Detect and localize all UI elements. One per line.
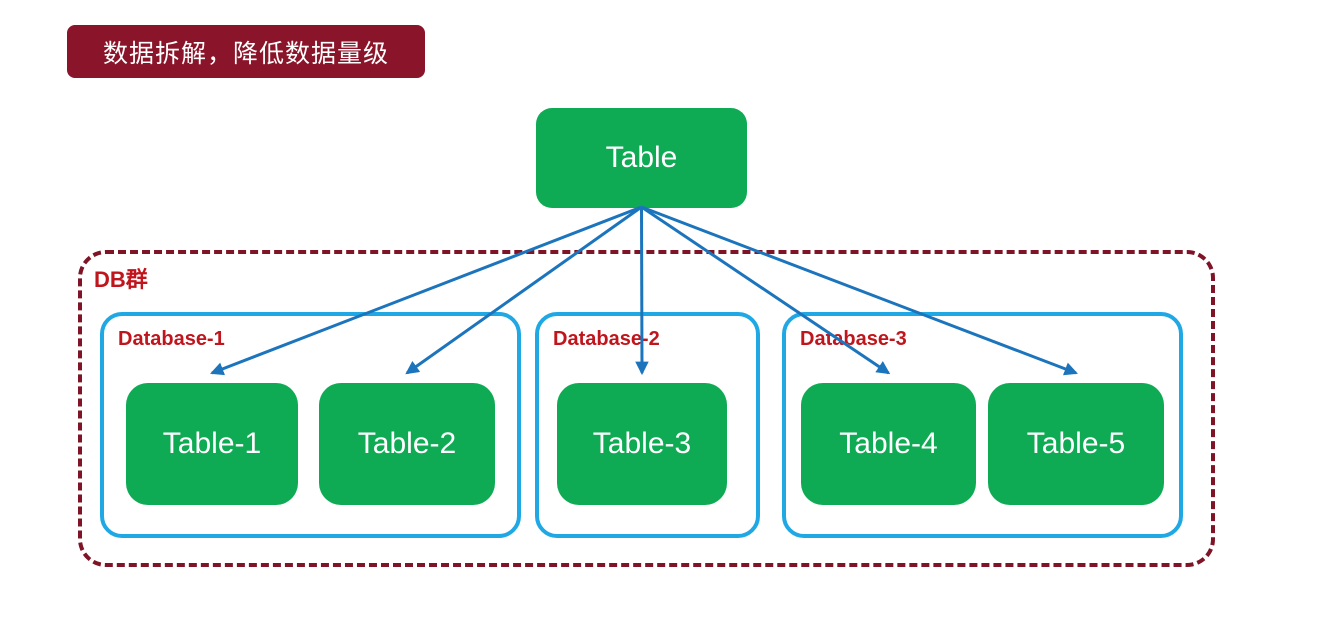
database-1-label: Database-1 bbox=[118, 328, 225, 350]
database-2-label: Database-2 bbox=[553, 328, 660, 350]
node-table-2: Table-2 bbox=[319, 383, 495, 505]
node-table-3: Table-3 bbox=[557, 383, 727, 505]
node-table-5: Table-5 bbox=[988, 383, 1164, 505]
node-table-4: Table-4 bbox=[801, 383, 976, 505]
node-table-root: Table bbox=[536, 108, 747, 208]
db-cluster-label: DB群 bbox=[94, 267, 148, 292]
node-table-1: Table-1 bbox=[126, 383, 298, 505]
database-3-label: Database-3 bbox=[800, 328, 907, 350]
title-banner: 数据拆解，降低数据量级 bbox=[67, 25, 425, 78]
